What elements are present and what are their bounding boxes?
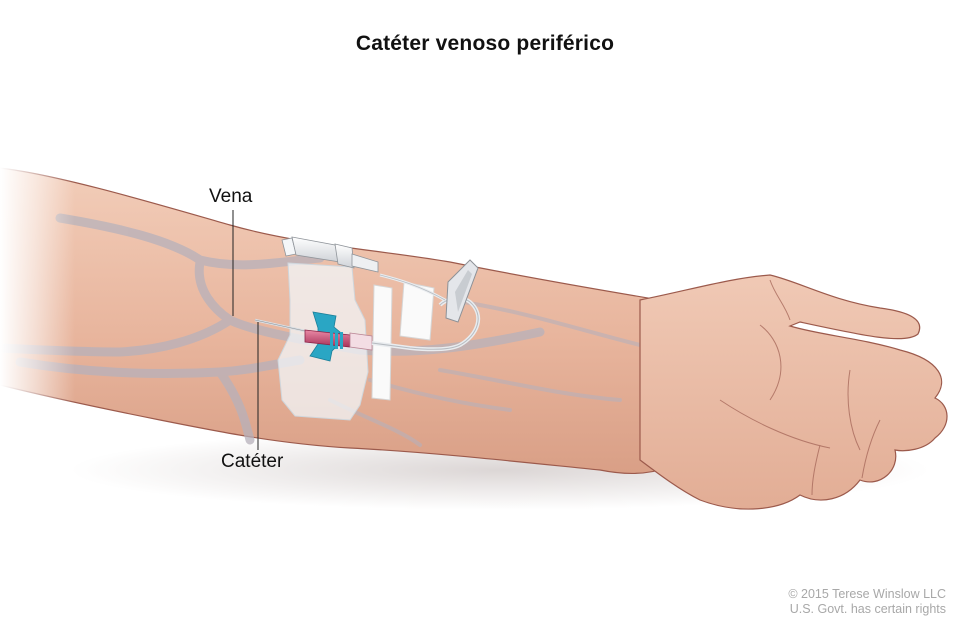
tubing-clamp [445, 259, 479, 323]
label-vena: Vena [209, 186, 253, 207]
label-cateter: Catéter [221, 451, 284, 472]
catheter-hub [304, 329, 373, 351]
hand [639, 274, 948, 510]
needleless-connector [281, 236, 379, 273]
diagram-title: Catéter venoso periférico [355, 32, 615, 55]
copyright-line-2: U.S. Govt. has certain rights [789, 602, 946, 616]
catheter-cannula [254, 318, 306, 333]
copyright-notice: © 2015 Terese Winslow LLC U.S. Govt. has… [788, 587, 946, 617]
copyright-line-1: © 2015 Terese Winslow LLC [788, 587, 946, 601]
leader-lines [232, 210, 259, 450]
